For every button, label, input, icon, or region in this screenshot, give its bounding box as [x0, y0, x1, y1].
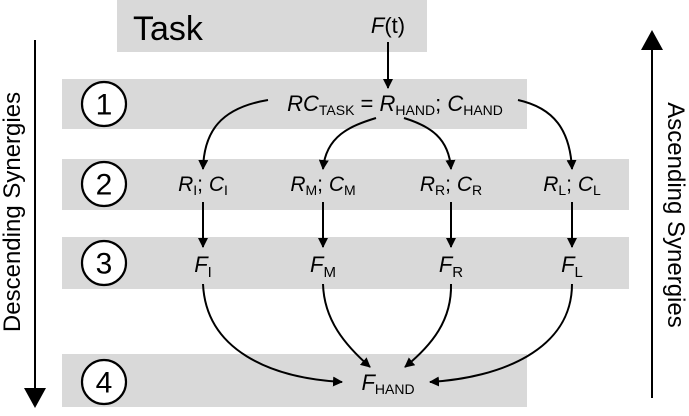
- level-3-marker: 3: [80, 239, 128, 287]
- task-input-label: F(t): [371, 13, 405, 38]
- svg-text:1: 1: [96, 89, 113, 122]
- level-4-marker: 4: [80, 358, 128, 406]
- finger-force-little: FL: [561, 252, 583, 281]
- level-1-band: [62, 79, 527, 129]
- hand-equation: RCTASK = RHAND; CHAND: [287, 91, 503, 118]
- svg-text:3: 3: [96, 248, 113, 281]
- level-3-band: [62, 237, 629, 289]
- task-band: [117, 0, 427, 52]
- task-title: Task: [133, 10, 204, 48]
- level-2-band: [62, 159, 629, 210]
- svg-text:2: 2: [96, 169, 113, 202]
- arrow-ring-to-hand-force: [404, 283, 453, 368]
- finger-rc-label-little: RL; CL: [543, 173, 601, 198]
- level-4-band: [62, 354, 527, 407]
- finger-force-middle: FM: [310, 252, 336, 281]
- arrow-middle-to-hand-force: [322, 283, 371, 368]
- finger-rc-label-ring: RR; CR: [420, 173, 482, 198]
- arrow-hand-to-middle: [318, 117, 377, 170]
- arrow-hand-to-ring: [403, 117, 456, 170]
- arrow-little-to-hand-force: [429, 283, 573, 387]
- hand-force-output: FHAND: [361, 370, 414, 397]
- svg-text:4: 4: [96, 367, 113, 400]
- descending-synergies-label: Descending Synergies: [0, 92, 26, 332]
- ascending-synergies-label: Ascending Synergies: [662, 102, 689, 327]
- level-1-marker: 1: [80, 80, 128, 128]
- finger-force-ring: FR: [439, 252, 463, 281]
- arrow-hand-to-little: [517, 99, 577, 170]
- arrow-index-to-hand-force: [202, 283, 343, 387]
- finger-rc-label-index: RI; CI: [178, 173, 228, 198]
- level-2-marker: 2: [80, 160, 128, 208]
- finger-force-index: FI: [194, 252, 212, 281]
- finger-rc-label-middle: RM; CM: [290, 173, 355, 198]
- arrow-hand-to-index: [198, 99, 269, 170]
